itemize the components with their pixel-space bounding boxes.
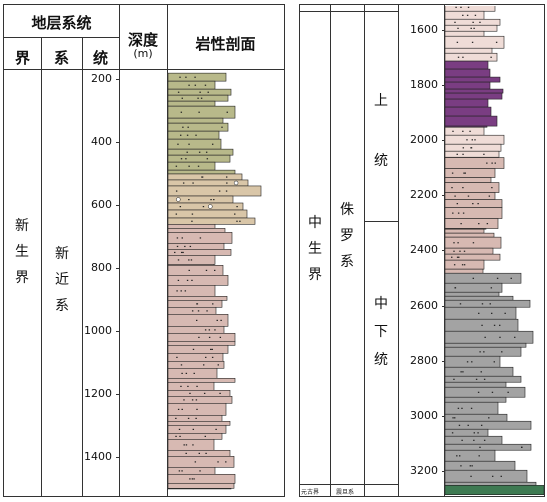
stratigraphic-column-right: 中生界 侏罗系 上统 中下统 元古界 震旦系 1600 1800 2000 2200 2… — [299, 4, 545, 497]
lithology-unit-purple-mudstone — [445, 60, 504, 128]
header-rule-1 — [4, 37, 119, 38]
depth-tick-mark — [116, 268, 120, 269]
depth-tick-mark — [442, 195, 446, 197]
depth-tick-label: 2400 — [410, 243, 438, 257]
lithology-unit-sandstone-tan — [168, 195, 256, 225]
depth-tick-label: 200 — [91, 72, 112, 85]
depth-tick-label: 1600 — [410, 23, 438, 36]
footer-system: 震旦系 — [336, 489, 355, 496]
depth-tick-mark — [442, 85, 446, 87]
depth-tick-mark — [442, 415, 446, 417]
depth-tick-label: 1000 — [84, 324, 112, 337]
depth-tick-label: 800 — [91, 261, 112, 274]
header-rule-2 — [4, 69, 119, 70]
strata-system-title: 地层系统 — [31, 14, 92, 32]
depth-tick-label: 600 — [91, 198, 112, 211]
depth-tick-label: 400 — [91, 135, 112, 148]
depth-header: 深度 — [127, 31, 158, 49]
lithology-unit-green-basement — [445, 485, 544, 495]
lithology-unit-pale-pink — [445, 126, 505, 158]
footer-rule-r — [300, 484, 398, 485]
depth-tick-mark — [442, 30, 446, 31]
divider-era — [41, 38, 42, 496]
depth-tick-label: 3000 — [410, 408, 438, 422]
divider-era-r — [330, 5, 331, 496]
depth-tick-label: 1200 — [84, 387, 112, 400]
lithology-unit-mudstone-pink — [168, 265, 236, 490]
lithology-unit-grey-shale — [445, 272, 537, 486]
depth-tick-label: 2200 — [410, 188, 438, 202]
depth-tick-label: 2000 — [410, 133, 438, 147]
series-upper-label: 上统 — [374, 93, 388, 169]
system-neogene-label: 新近系 — [55, 246, 69, 314]
depth-tick-mark — [442, 140, 446, 142]
era-mesozoic-label: 中生界 — [308, 215, 322, 283]
depth-tick-mark — [116, 394, 120, 395]
depth-tick-mark — [116, 142, 120, 143]
era-cenozoic-label: 新生界 — [15, 218, 29, 286]
lithology-unit-siltstone-olive — [168, 72, 236, 175]
lithology-header: 岩性剖面 — [195, 35, 256, 53]
era-header: 界 — [14, 49, 30, 67]
divider-lithology — [167, 5, 168, 496]
top-rule-r — [300, 11, 398, 12]
depth-unit: (m) — [133, 47, 153, 60]
depth-tick-mark — [442, 250, 446, 252]
depth-tick-mark — [116, 331, 120, 332]
divider-system — [82, 38, 83, 496]
depth-tick-label: 3200 — [410, 463, 438, 477]
depth-tick-label: 1400 — [84, 450, 112, 463]
depth-tick-mark — [116, 79, 120, 80]
system-jurassic-label: 侏罗系 — [340, 202, 354, 270]
lithology-unit-sandstone-tan — [168, 173, 262, 197]
divider-system-r — [364, 5, 365, 496]
lithology-unit-pale-pink — [445, 6, 505, 62]
depth-tick-mark — [442, 470, 446, 472]
lithology-column-left — [168, 72, 262, 490]
divider-depth — [119, 5, 120, 496]
depth-tick-label: 2600 — [410, 298, 438, 312]
depth-tick-mark — [116, 205, 120, 206]
series-middle-lower-label: 中下统 — [374, 296, 388, 368]
divider-depth-r — [398, 5, 399, 496]
lithology-unit-mudstone-pink — [445, 228, 502, 274]
series-header: 统 — [92, 49, 108, 67]
system-header: 系 — [53, 49, 69, 67]
header-rule-3 — [119, 69, 284, 70]
lithology-column-right — [445, 6, 544, 495]
depth-tick-label: 1800 — [410, 78, 438, 92]
depth-tick-mark — [442, 305, 446, 307]
series-rule-r — [364, 221, 398, 222]
stratigraphic-column-left: 地层系统 界 系 统 深度 (m) 岩性剖面 新生界 新近系 200 400 600… — [3, 4, 285, 497]
lithology-unit-mudstone-pink — [445, 157, 505, 230]
depth-tick-mark — [116, 457, 120, 458]
lithology-unit-mudstone-pink — [168, 224, 233, 266]
depth-tick-label: 2800 — [410, 353, 438, 367]
footer-era: 元古界 — [301, 489, 320, 496]
depth-tick-mark — [442, 360, 446, 362]
